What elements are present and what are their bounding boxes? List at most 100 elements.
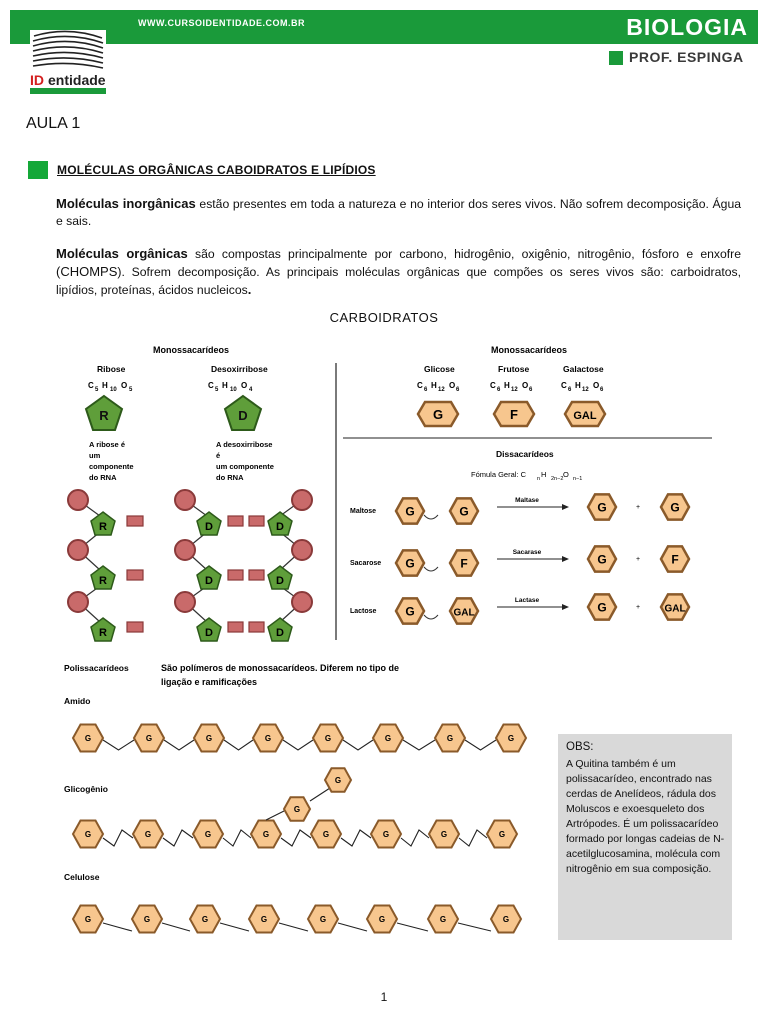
svg-text:O: O — [121, 381, 127, 390]
enzyme-label: Maltase — [515, 497, 539, 504]
sugar-hexagon-icon: G — [659, 493, 691, 521]
glucose-unit-icon: G — [309, 819, 343, 849]
ribose-note: A ribose é um componente do RNA — [89, 440, 134, 482]
glucose-unit-icon: G — [188, 904, 222, 934]
logo-band — [30, 88, 106, 94]
section-marker — [28, 161, 48, 179]
svg-text:é: é — [216, 451, 220, 460]
deoxyribose-note: A desoxirribose é um componente do RNA — [216, 440, 274, 482]
glucose-unit-icon: G — [249, 819, 283, 849]
svg-text:G: G — [206, 734, 212, 743]
svg-text:G: G — [670, 501, 679, 515]
glucose-hexagon-icon — [416, 400, 460, 428]
svg-text:G: G — [597, 601, 606, 615]
sugar-hexagon-icon: G — [586, 545, 618, 573]
plus-sign: + — [636, 504, 640, 511]
glucose-unit-icon: G — [494, 723, 528, 753]
glucose-branch-icon: G — [323, 767, 353, 793]
rna-strand-diagram: R R R — [67, 489, 144, 642]
fructose-hexagon-icon — [492, 400, 536, 428]
svg-text:G: G — [405, 505, 414, 519]
mono-right-title: Monossacarídeos — [491, 345, 567, 355]
sugar-hexagon-icon: G — [394, 549, 426, 577]
svg-text:G: G — [405, 605, 414, 619]
svg-text:D: D — [205, 521, 213, 533]
svg-text:C: C — [88, 381, 94, 390]
sugar-hexagon-icon: G — [394, 497, 426, 525]
svg-text:10: 10 — [110, 387, 117, 393]
svg-text:G: G — [265, 734, 271, 743]
svg-text:n−1: n−1 — [573, 476, 582, 482]
svg-text:G: G — [441, 830, 447, 839]
svg-text:R: R — [99, 627, 107, 639]
svg-text:G: G — [146, 734, 152, 743]
svg-text:4: 4 — [249, 387, 253, 393]
svg-text:D: D — [238, 408, 247, 423]
glucose-unit-icon: G — [71, 819, 105, 849]
glucose-unit-icon: G — [485, 819, 519, 849]
disaccharide-name: Maltose — [350, 508, 376, 515]
svg-text:n: n — [537, 476, 540, 482]
enzyme-label: Sacarase — [513, 549, 542, 556]
svg-text:R: R — [99, 575, 107, 587]
term-inorganic: Moléculas inorgânicas — [56, 196, 196, 211]
svg-text:H: H — [431, 381, 437, 390]
celulose-label: Celulose — [64, 872, 100, 882]
svg-text:G: G — [205, 830, 211, 839]
svg-text:G: G — [379, 915, 385, 924]
disaccharide-formula: Fómula Geral: C n H 2n−2 O n−1 — [471, 470, 582, 482]
polysaccharides-desc-2: ligação e ramificações — [161, 677, 257, 687]
text-inorganic: estão presentes em toda a natureza e no … — [56, 197, 742, 228]
svg-text:F: F — [671, 553, 678, 567]
svg-text:O: O — [563, 470, 569, 479]
amido-label: Amido — [64, 696, 90, 706]
disaccharide-name: Lactose — [350, 608, 377, 615]
glucose-unit-icon: G — [489, 904, 523, 934]
svg-text:G: G — [261, 915, 267, 924]
svg-text:G: G — [85, 830, 91, 839]
svg-text:D: D — [205, 627, 213, 639]
svg-text:5: 5 — [129, 387, 133, 393]
galactose-name: Galactose — [563, 364, 604, 374]
plus-sign: + — [636, 556, 640, 563]
svg-text:6: 6 — [600, 387, 604, 393]
mono-left-title: Monossacarídeos — [153, 345, 229, 355]
glucose-unit-icon: G — [365, 904, 399, 934]
paragraph-inorganic: Moléculas inorgânicas estão presentes em… — [56, 195, 741, 230]
svg-text:GAL: GAL — [453, 608, 474, 619]
subject-title: BIOLOGIA — [626, 14, 748, 40]
svg-text:6: 6 — [456, 387, 460, 393]
glucose-unit-icon: G — [311, 723, 345, 753]
svg-text:Fómula Geral: C: Fómula Geral: C — [471, 470, 527, 479]
svg-text:C: C — [417, 381, 423, 390]
svg-text:F: F — [460, 557, 467, 571]
svg-text:G: G — [597, 553, 606, 567]
svg-text:12: 12 — [511, 387, 518, 393]
fructose-name: Frutose — [498, 364, 529, 374]
svg-text:H: H — [504, 381, 510, 390]
sugar-hexagon-icon: GAL — [448, 597, 480, 625]
term-organic: Moléculas orgânicas — [56, 246, 188, 261]
svg-text:do RNA: do RNA — [89, 473, 117, 482]
svg-text:G: G — [263, 830, 269, 839]
section-title: MOLÉCULAS ORGÂNICAS CABOIDRATOS E LIPÍDI… — [57, 163, 376, 177]
svg-text:um componente: um componente — [216, 462, 274, 471]
svg-text:G: G — [597, 501, 606, 515]
glucose-unit-icon: G — [426, 904, 460, 934]
svg-text:2n−2: 2n−2 — [551, 476, 563, 482]
svg-text:do RNA: do RNA — [216, 473, 244, 482]
glucose-unit-icon: G — [130, 904, 164, 934]
page-number: 1 — [380, 990, 388, 1004]
svg-text:6: 6 — [529, 387, 533, 393]
website-url[interactable]: WWW.CURSOIDENTIDADE.COM.BR — [138, 18, 305, 28]
svg-text:GAL: GAL — [573, 410, 597, 422]
svg-text:6: 6 — [568, 387, 572, 393]
